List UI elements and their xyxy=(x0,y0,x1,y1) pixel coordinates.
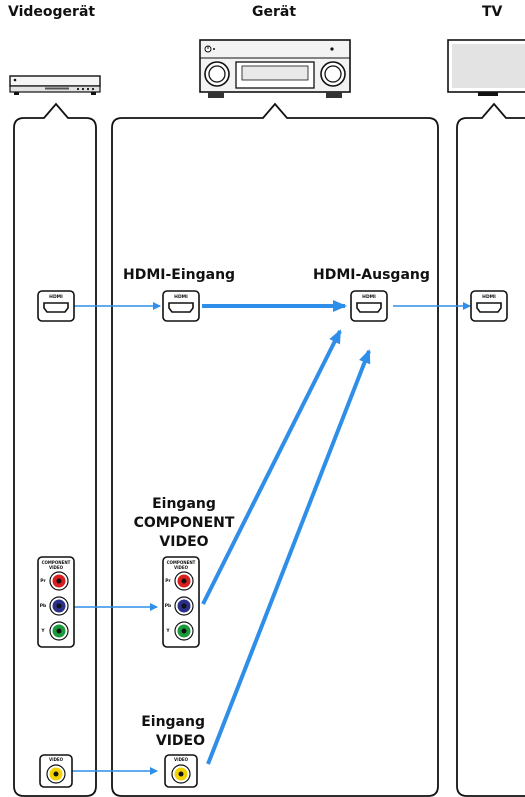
component-label-line2: VIDEO xyxy=(49,565,64,570)
component-label-line1: COMPONENT xyxy=(42,560,71,565)
hdmi-jack-unit-out: HDMI xyxy=(350,290,388,322)
component-label-line1: COMPONENT xyxy=(167,560,196,565)
pr-label: Pr xyxy=(165,578,171,584)
label-hdmi-out: HDMI-Ausgang xyxy=(313,267,430,283)
column-title-unit: Gerät xyxy=(252,4,297,20)
label-video-in-line2: VIDEO xyxy=(155,733,205,749)
y-label: Y xyxy=(165,628,170,634)
column-title-source: Videogerät xyxy=(8,4,96,20)
column-title-tv: TV xyxy=(482,4,503,20)
hdmi-jack-label: HDMI xyxy=(174,294,188,300)
label-component-in: Eingang COMPONENT VIDEO xyxy=(128,495,240,552)
tv-panel xyxy=(456,102,525,797)
video-jack-source: VIDEO xyxy=(39,754,73,788)
av-receiver-icon xyxy=(199,39,351,98)
component-label-line2: VIDEO xyxy=(174,565,189,570)
component-jack-unit: COMPONENT VIDEO Pr Pb Y xyxy=(162,556,200,648)
label-video-in: Eingang VIDEO xyxy=(131,713,205,751)
hdmi-jack-label: HDMI xyxy=(49,294,63,300)
arrow-component-to-hdmi-out xyxy=(201,329,342,605)
label-video-in-line1: Eingang xyxy=(141,714,205,730)
pb-label: Pb xyxy=(165,603,172,609)
arrow-video-to-hdmi-out xyxy=(206,349,371,765)
hdmi-jack-label: HDMI xyxy=(362,294,376,300)
label-component-in-line2: COMPONENT xyxy=(133,515,235,531)
hdmi-jack-label: HDMI xyxy=(482,294,496,300)
label-hdmi-in: HDMI-Eingang xyxy=(123,267,236,283)
y-label: Y xyxy=(40,628,45,634)
video-player-icon xyxy=(9,75,101,95)
hdmi-jack-source: HDMI xyxy=(37,290,75,322)
component-jack-source: COMPONENT VIDEO Pr Pb Y xyxy=(37,556,75,648)
tv-icon xyxy=(447,39,525,96)
source-panel xyxy=(13,102,97,797)
video-jack-label: VIDEO xyxy=(49,757,64,762)
label-component-in-line3: VIDEO xyxy=(159,534,209,550)
video-jack-label: VIDEO xyxy=(174,757,189,762)
pb-label: Pb xyxy=(40,603,47,609)
video-jack-unit: VIDEO xyxy=(164,754,198,788)
label-component-in-line1: Eingang xyxy=(152,496,216,512)
hdmi-jack-unit-in: HDMI xyxy=(162,290,200,322)
pr-label: Pr xyxy=(40,578,46,584)
hdmi-jack-tv: HDMI xyxy=(470,290,508,322)
unit-panel xyxy=(111,102,439,797)
